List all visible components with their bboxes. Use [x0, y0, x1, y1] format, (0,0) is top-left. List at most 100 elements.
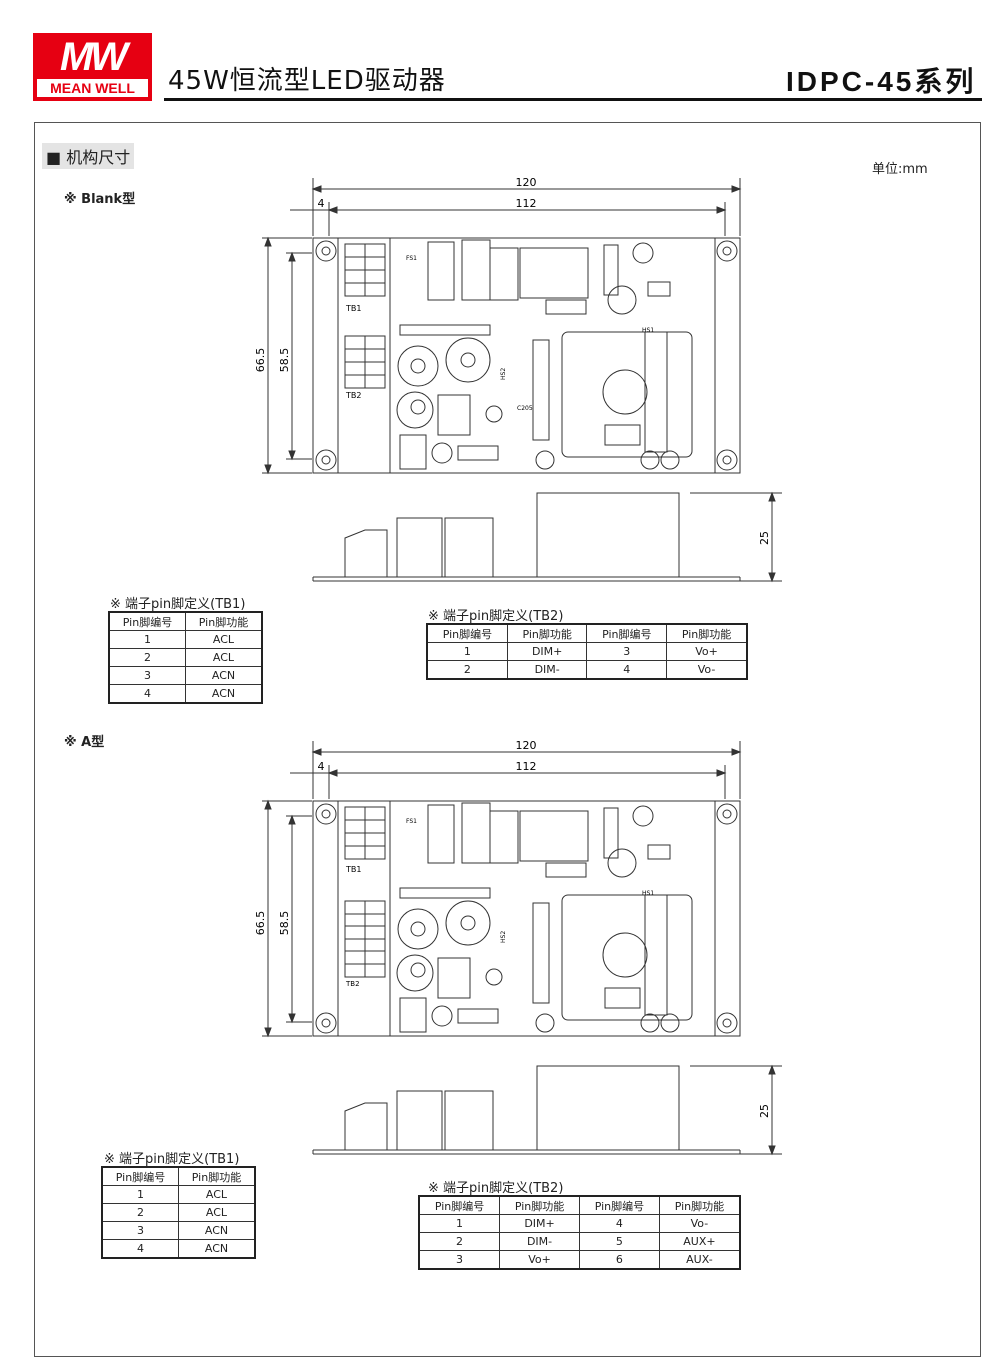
dim-component-height: 25 — [758, 1104, 771, 1118]
header-pin-function: Pin脚功能 — [658, 1195, 741, 1215]
table-header-row: Pin脚编号 Pin脚功能 — [101, 1166, 256, 1186]
pcb-label-hs1: HS1 — [642, 890, 654, 897]
dim-mount-height: 58.5 — [278, 911, 291, 936]
header-pin-function: Pin脚功能 — [499, 1195, 580, 1215]
pcb-label-tb2: TB2 — [345, 391, 361, 400]
pin-number: 3 — [101, 1221, 179, 1240]
pin-function: Vo+ — [666, 642, 748, 661]
pin-number: 2 — [108, 648, 186, 667]
section-title: ■ 机构尺寸 — [42, 143, 135, 169]
pin-function: DIM- — [499, 1232, 580, 1251]
dim-mount-height: 58.5 — [278, 348, 291, 373]
header-pin-function: Pin脚功能 — [666, 623, 748, 643]
dim-total-width: 120 — [516, 176, 537, 189]
header-pin-number: Pin脚编号 — [101, 1166, 179, 1186]
table-header-row: Pin脚编号 Pin脚功能 — [108, 611, 263, 631]
pin-function: ACL — [185, 630, 263, 649]
header-rule — [164, 98, 982, 101]
header-pin-number: Pin脚编号 — [578, 1195, 660, 1215]
pin-number: 5 — [578, 1232, 660, 1251]
content-frame — [34, 122, 981, 1357]
a-tb1-caption: ※ 端子pin脚定义(TB1) — [104, 1152, 240, 1167]
pin-number: 4 — [586, 660, 668, 680]
pcb-label-fs1: FS1 — [406, 818, 417, 825]
pcb-label-hs2: HS2 — [500, 931, 507, 943]
header-pin-number: Pin脚编号 — [426, 623, 508, 643]
logo-mark: MW — [59, 35, 128, 79]
document-title: 45W恒流型LED驱动器 — [168, 66, 446, 96]
blank-tb1-caption: ※ 端子pin脚定义(TB1) — [110, 597, 246, 612]
header-pin-number: Pin脚编号 — [586, 623, 668, 643]
a-tb2-caption: ※ 端子pin脚定义(TB2) — [428, 1181, 564, 1196]
pin-function: ACL — [178, 1203, 256, 1222]
dim-total-height: 66.5 — [254, 348, 267, 373]
blank-mechanical-drawing: 120 112 4 66.5 58.5 25 TB1 TB2 FS1 HS1 H… — [254, 176, 782, 583]
pin-function: Vo- — [666, 660, 748, 680]
pin-number: 1 — [108, 630, 186, 649]
pin-number: 3 — [108, 666, 186, 685]
unit-label: 单位:mm — [872, 162, 928, 177]
pin-number: 1 — [101, 1185, 179, 1204]
pin-function: Vo- — [658, 1214, 741, 1233]
a-mechanical-drawing: 120 112 4 66.5 58.5 25 TB1 TB2 FS1 HS1 H… — [254, 739, 782, 1156]
header-pin-function: Pin脚功能 — [178, 1166, 256, 1186]
pin-function: ACL — [185, 648, 263, 667]
mean-well-logo: MW MEAN WELL — [33, 33, 152, 101]
dim-total-width: 120 — [516, 739, 537, 752]
pin-number: 1 — [418, 1214, 501, 1233]
pcb-label-tb1: TB1 — [345, 304, 361, 313]
dim-edge-offset: 4 — [318, 760, 325, 773]
table-header-row: Pin脚编号 Pin脚功能 Pin脚编号 Pin脚功能 — [426, 623, 748, 643]
pcb-label-tb1: TB1 — [345, 865, 361, 874]
pin-function: ACL — [178, 1185, 256, 1204]
pin-number: 4 — [578, 1214, 660, 1233]
pin-number: 2 — [426, 660, 508, 680]
pcb-label-tb2: TB2 — [345, 980, 360, 988]
blank-type-label: ※ Blank型 — [64, 192, 136, 207]
pin-number: 2 — [101, 1203, 179, 1222]
pin-function: DIM+ — [506, 642, 588, 661]
table-header-row: Pin脚编号 Pin脚功能 Pin脚编号 Pin脚功能 — [418, 1195, 741, 1215]
dim-edge-offset: 4 — [318, 197, 325, 210]
header-pin-function: Pin脚功能 — [506, 623, 588, 643]
pin-number: 4 — [101, 1239, 179, 1259]
dim-total-height: 66.5 — [254, 911, 267, 936]
dim-mount-width: 112 — [516, 760, 537, 773]
pin-function: ACN — [185, 684, 263, 704]
pin-number: 1 — [426, 642, 508, 661]
pin-number: 2 — [418, 1232, 501, 1251]
blank-tb2-caption: ※ 端子pin脚定义(TB2) — [428, 609, 564, 624]
pin-function: ACN — [185, 666, 263, 685]
pin-function: DIM+ — [499, 1214, 580, 1233]
logo-brand-text: MEAN WELL — [37, 79, 148, 97]
dim-mount-width: 112 — [516, 197, 537, 210]
pin-number: 3 — [418, 1250, 501, 1270]
pcb-label-hs1: HS1 — [642, 327, 654, 334]
a-type-label: ※ A型 — [64, 735, 105, 750]
pin-number: 4 — [108, 684, 186, 704]
pcb-label-fs1: FS1 — [406, 255, 417, 262]
dim-component-height: 25 — [758, 531, 771, 545]
header-pin-number: Pin脚编号 — [418, 1195, 501, 1215]
pin-function: ACN — [178, 1221, 256, 1240]
pin-function: AUX- — [658, 1250, 741, 1270]
series-name: IDPC-45系列 — [786, 66, 977, 97]
header-pin-number: Pin脚编号 — [108, 611, 186, 631]
pin-function: Vo+ — [499, 1250, 580, 1270]
pin-number: 6 — [578, 1250, 660, 1270]
pcb-label-hs2: HS2 — [500, 368, 507, 380]
pin-function: DIM- — [506, 660, 588, 680]
